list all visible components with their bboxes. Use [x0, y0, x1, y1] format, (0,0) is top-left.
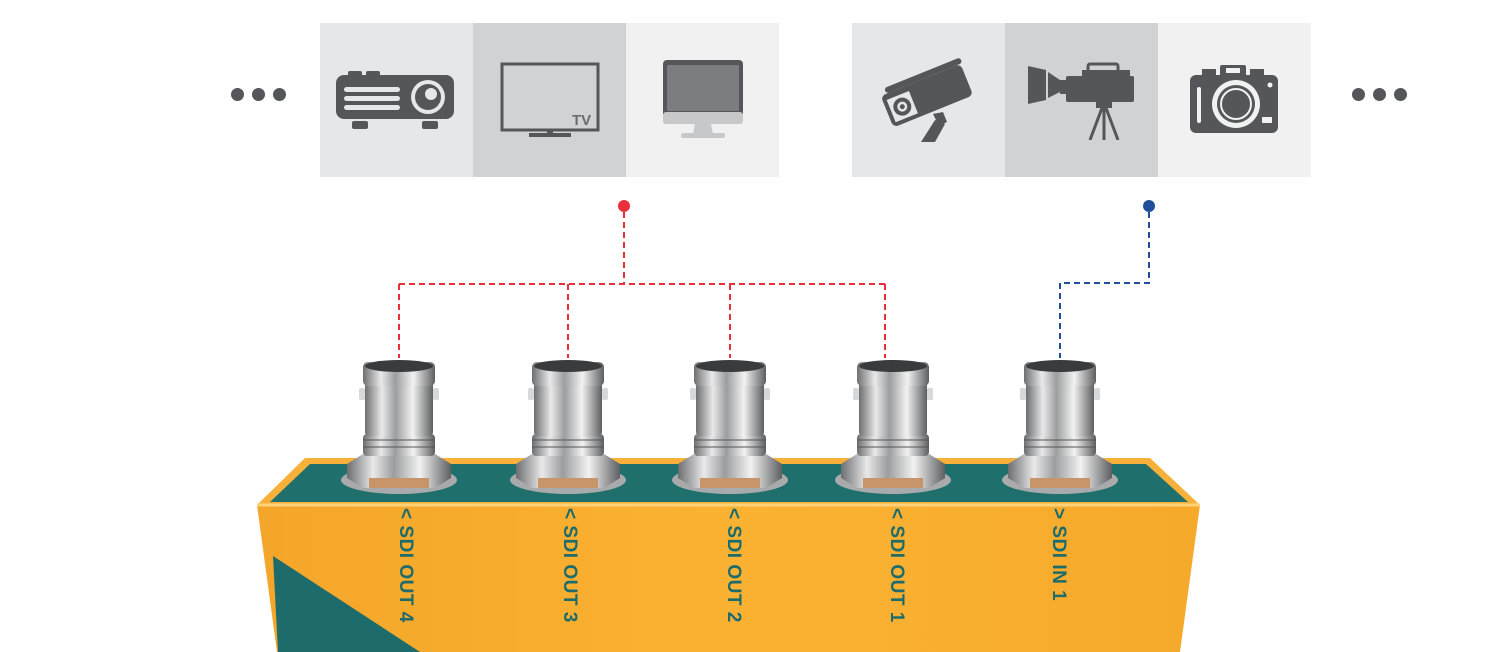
- tv-icon: TV: [500, 62, 599, 137]
- bnc-connector-sdi-out-2: [672, 360, 788, 494]
- cctv-cell: [852, 23, 1005, 177]
- photo-camera-icon: [1189, 65, 1278, 133]
- monitor-icon: [662, 60, 743, 138]
- bnc-connector-sdi-out-3: [510, 360, 626, 494]
- port-label-sdi-out-4: < SDI OUT 4: [395, 508, 416, 623]
- bnc-connector-sdi-in-1: [1002, 360, 1118, 494]
- port-label-sdi-in-1: > SDI IN 1: [1048, 508, 1069, 602]
- photo-camera-cell: [1158, 23, 1311, 177]
- tv-text: TV: [572, 112, 591, 129]
- monitor-cell: [626, 23, 779, 177]
- port-label-sdi-out-1: < SDI OUT 1: [886, 508, 907, 623]
- output-devices-panel: TV: [320, 23, 779, 177]
- tv-cell: TV: [473, 23, 626, 177]
- input-connection-line: [1059, 212, 1150, 358]
- projector-icon: [335, 71, 454, 129]
- more-input-devices-icon: [1352, 88, 1407, 101]
- cctv-camera-icon: [881, 58, 972, 142]
- more-output-devices-icon: [231, 88, 286, 101]
- bnc-connector-sdi-out-4: [341, 360, 457, 494]
- video-camera-cell: [1005, 23, 1158, 177]
- input-devices-panel: [852, 23, 1311, 177]
- projector-cell: [320, 23, 473, 177]
- port-label-sdi-out-2: < SDI OUT 2: [723, 508, 744, 623]
- port-label-sdi-out-3: < SDI OUT 3: [559, 508, 580, 623]
- input-connection-node: [1143, 200, 1155, 212]
- bnc-connector-sdi-out-1: [835, 360, 951, 494]
- output-connection-node: [618, 200, 630, 212]
- video-camera-icon: [1027, 62, 1134, 140]
- output-connection-lines: [398, 212, 886, 358]
